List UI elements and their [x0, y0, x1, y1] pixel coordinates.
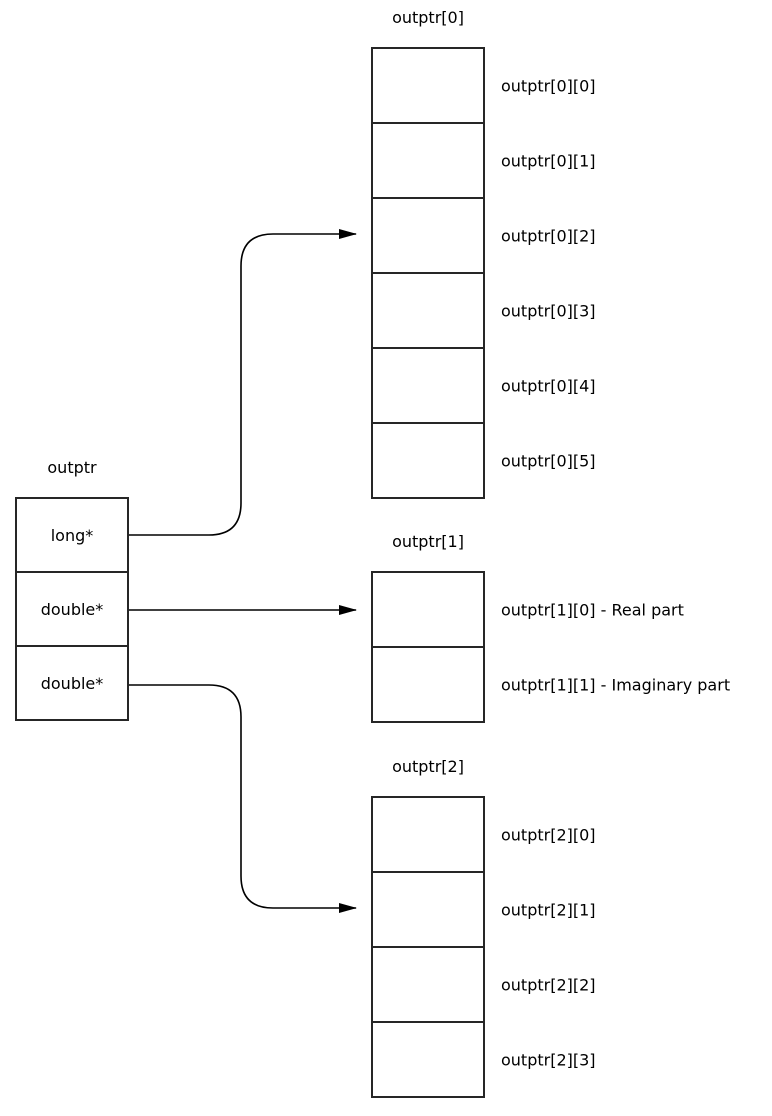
array-outptr-1: outptr[1] outptr[1][0] - Real part outpt… [371, 532, 730, 723]
pointer-cell-double-2: double* [17, 645, 127, 719]
array-cell: outptr[2][1] [373, 871, 596, 946]
cell-label: outptr[2][0] [501, 825, 596, 844]
cell-label: outptr[2][3] [501, 1050, 596, 1069]
array-cell: outptr[0][5] [373, 422, 596, 497]
cell-label: outptr[2][2] [501, 975, 596, 994]
cell-label: outptr[1][0] - Real part [501, 600, 684, 619]
array-cell: outptr[0][3] [373, 272, 596, 347]
array-cell: outptr[2][2] [373, 946, 596, 1021]
array-cell: outptr[2][0] [373, 798, 596, 871]
array-title: outptr[2] [392, 757, 464, 776]
array-cell: outptr[2][3] [373, 1021, 596, 1096]
cell-label: outptr[0][0] [501, 76, 596, 95]
cell-label: outptr[1][1] - Imaginary part [501, 675, 731, 694]
array-cell: outptr[1][0] - Real part [373, 573, 684, 646]
array-box: outptr[2][0] outptr[2][1] outptr[2][2] o… [371, 796, 596, 1098]
array-outptr-2: outptr[2] outptr[2][0] outptr[2][1] outp… [371, 757, 596, 1098]
pointer-table: outptr long* double* double* [15, 458, 129, 721]
arrow-double2-to-outptr2 [128, 684, 357, 913]
array-cell: outptr[0][1] [373, 122, 596, 197]
pointer-cell-long: long* [17, 499, 127, 571]
pointer-cell-label: double* [40, 599, 104, 619]
array-box: outptr[1][0] - Real part outptr[1][1] - … [371, 571, 730, 723]
cell-label: outptr[0][4] [501, 376, 596, 395]
array-title: outptr[1] [392, 532, 464, 551]
array-cell: outptr[1][1] - Imaginary part [373, 646, 730, 721]
cell-label: outptr[0][2] [501, 226, 596, 245]
cell-label: outptr[2][1] [501, 900, 596, 919]
array-cell: outptr[0][2] [373, 197, 596, 272]
arrow-long-to-outptr0 [128, 229, 357, 536]
cell-label: outptr[0][3] [501, 301, 596, 320]
cell-label: outptr[0][5] [501, 451, 596, 470]
array-cell: outptr[0][4] [373, 347, 596, 422]
pointer-cell-label: double* [40, 673, 104, 693]
pointer-table-box: long* double* double* [15, 497, 129, 721]
cell-label: outptr[0][1] [501, 151, 596, 170]
array-title: outptr[0] [392, 8, 464, 27]
array-box: outptr[0][0] outptr[0][1] outptr[0][2] o… [371, 47, 596, 499]
array-cell: outptr[0][0] [373, 49, 596, 122]
pointer-table-title: outptr [47, 458, 97, 477]
array-outptr-0: outptr[0] outptr[0][0] outptr[0][1] outp… [371, 8, 596, 499]
pointer-cell-label: long* [50, 525, 94, 545]
pointer-cell-double-1: double* [17, 571, 127, 645]
